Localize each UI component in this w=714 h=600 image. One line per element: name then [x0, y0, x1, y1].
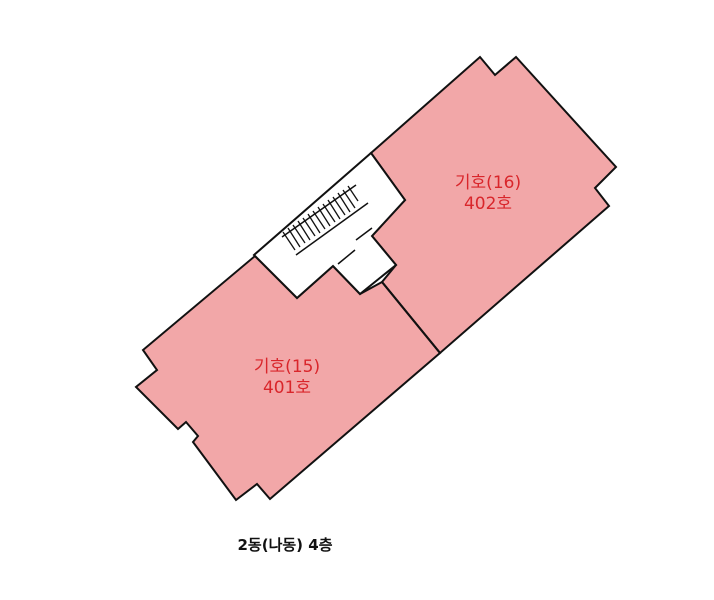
floor-caption: 2동(나동) 4층: [237, 536, 333, 554]
stair-icon: [281, 184, 373, 265]
unit-401-symbol: 기호(15): [253, 357, 321, 377]
unit-401-room: 401호: [262, 378, 312, 398]
unit-402-symbol: 기호(16): [454, 173, 522, 193]
unit-401-label: 기호(15) 401호: [227, 357, 347, 399]
unit-divider: [381, 281, 441, 354]
unit-402-room: 402호: [463, 194, 513, 214]
unit-402-label: 기호(16) 402호: [428, 173, 548, 215]
